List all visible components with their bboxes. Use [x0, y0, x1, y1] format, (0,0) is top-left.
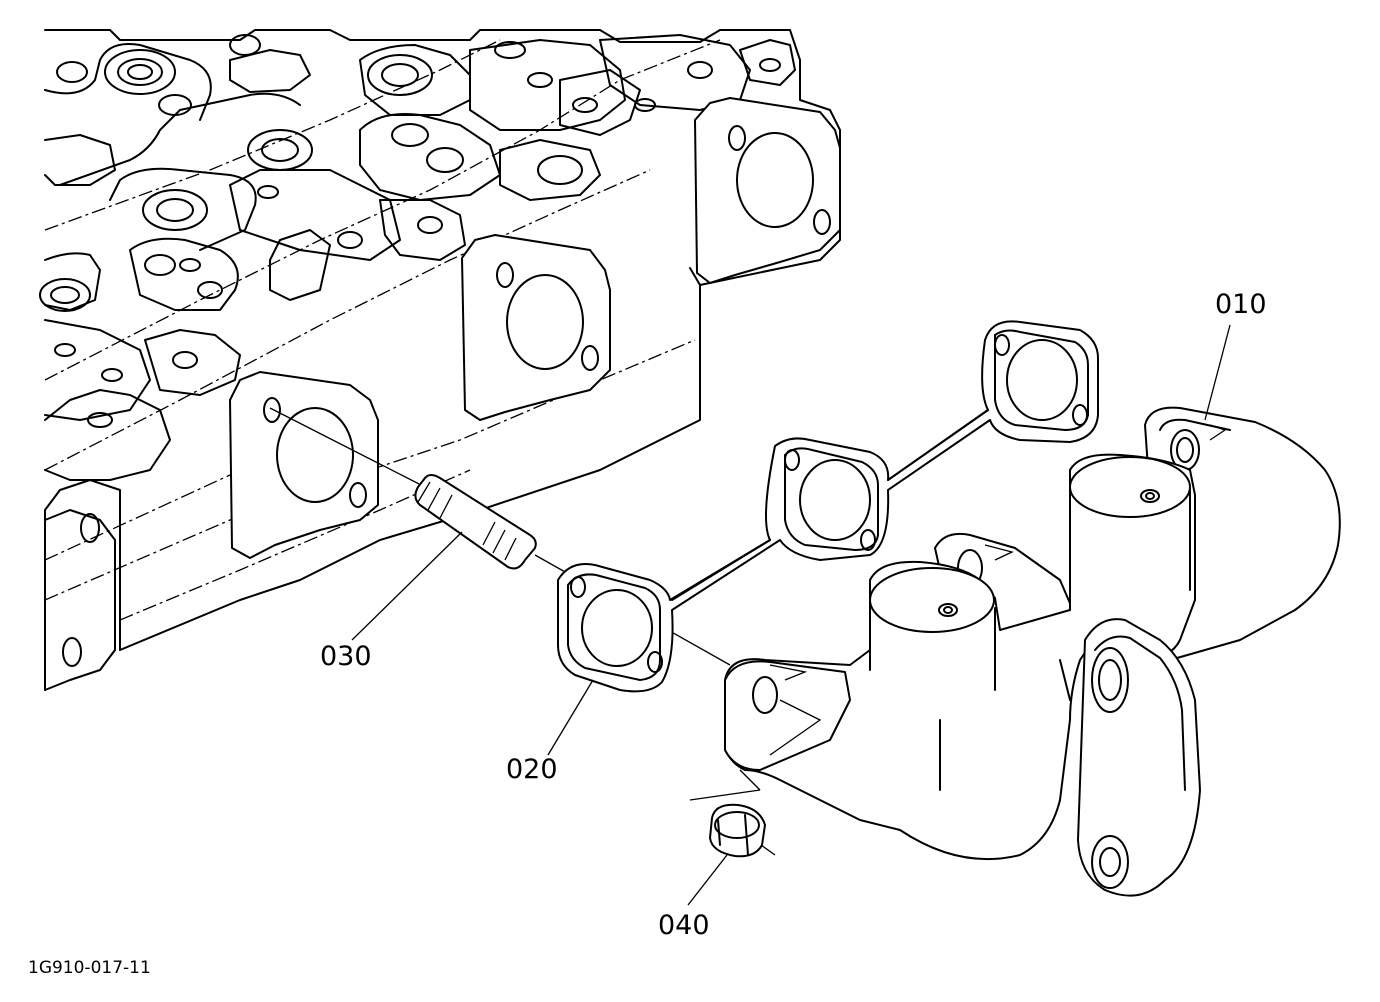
exhaust-manifold-010 — [724, 406, 1341, 897]
gasket-020 — [557, 320, 1099, 693]
callout-010: 010 — [1215, 289, 1267, 320]
callout-leaders — [351, 324, 1231, 906]
cylinder-head — [39, 29, 841, 691]
head-port-flange-2 — [461, 234, 611, 421]
head-port-flange-3 — [694, 97, 841, 284]
callout-020: 020 — [506, 754, 558, 785]
callout-040: 040 — [658, 910, 710, 941]
document-id: 1G910-017-11 — [28, 958, 151, 978]
head-port-flange-1 — [229, 371, 379, 559]
nut-040 — [709, 803, 766, 858]
callout-030: 030 — [320, 641, 372, 672]
